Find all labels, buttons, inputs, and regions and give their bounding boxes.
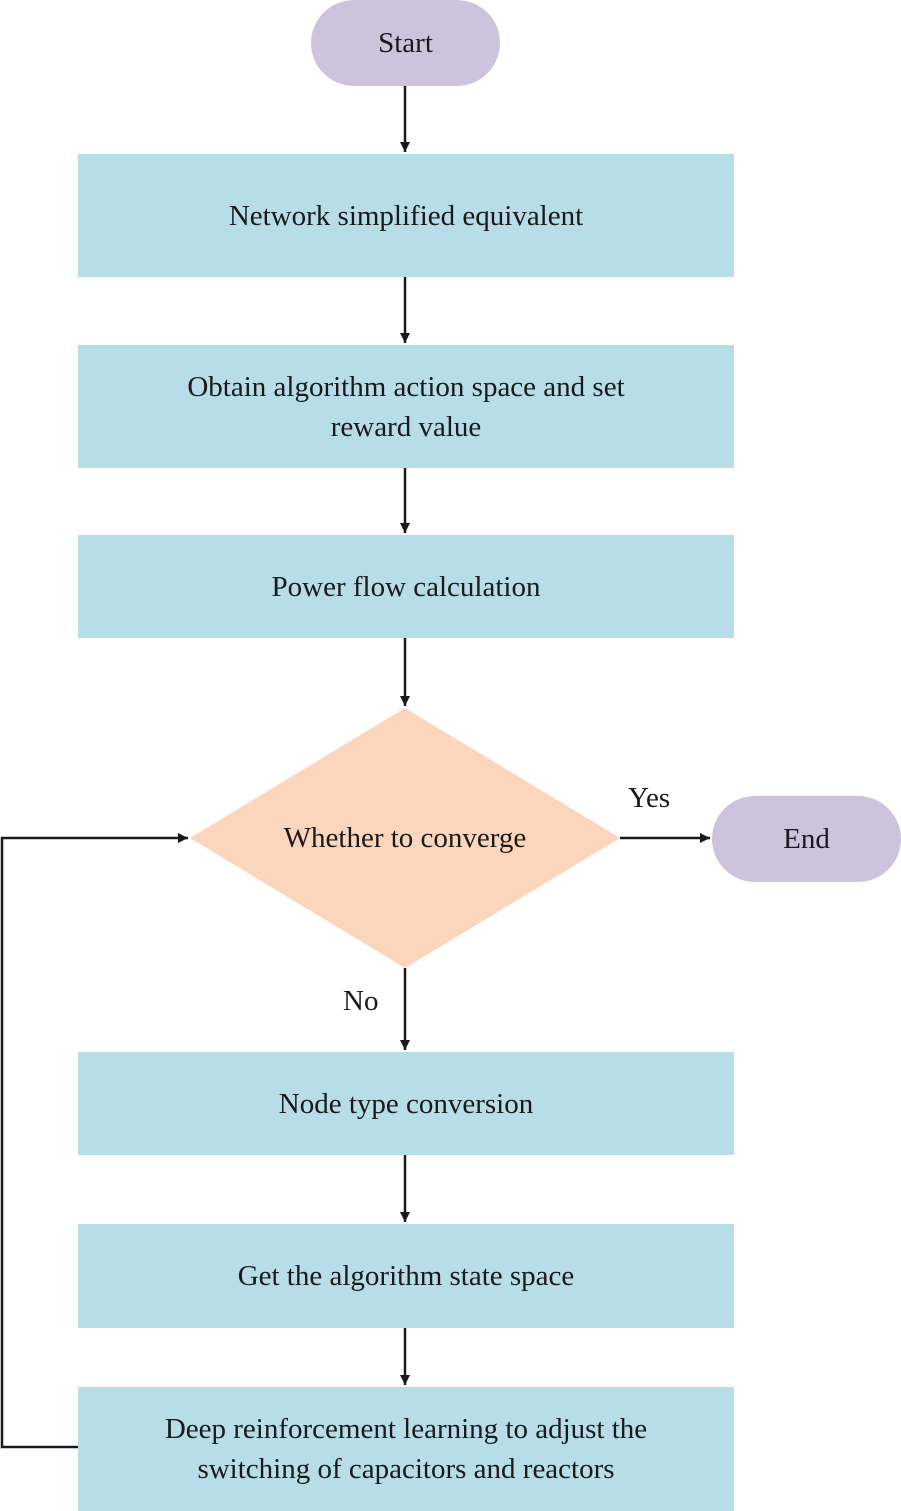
no-label: No [343,985,379,1017]
action-space-reward-label: Obtain algorithm action space and set re… [187,370,625,443]
arrow-drl-feedback-loop [0,833,188,1449]
deep-reinforcement-learning-label: Deep reinforcement learning to adjust th… [164,1413,648,1485]
power-flow-calculation-label: Power flow calculation [271,570,541,603]
yes-label: Yes [628,782,671,814]
node-type-conversion-label: Node type conversion [278,1087,534,1120]
convergence-decision-label: Whether to converge [283,822,527,854]
end-node: End [712,796,901,882]
power-flow-calculation-step: Power flow calculation [78,535,734,638]
network-simplified-equivalent-step: Network simplified equivalent [78,154,734,277]
state-space-label: Get the algorithm state space [237,1260,575,1292]
start-node-label: Start [378,27,433,59]
convergence-decision: Whether to converge [190,708,620,968]
end-node-label: End [783,823,830,855]
network-simplified-equivalent-label: Network simplified equivalent [228,199,584,232]
state-space-step: Get the algorithm state space [78,1224,734,1328]
deep-reinforcement-learning-step: Deep reinforcement learning to adjust th… [78,1387,734,1511]
decision-diamond-shape [190,708,620,968]
node-type-conversion-step: Node type conversion [78,1052,734,1155]
action-space-reward-step: Obtain algorithm action space and set re… [78,345,734,468]
start-node: Start [311,0,500,86]
